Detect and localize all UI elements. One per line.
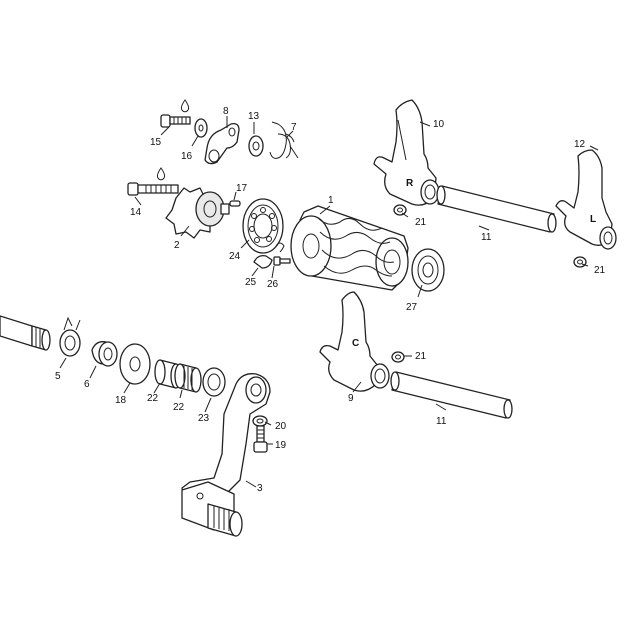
part-26-clip — [275, 242, 285, 253]
callout-20: 20 — [275, 421, 287, 432]
part-21-bolt-r — [393, 204, 407, 216]
part-27-bearing — [411, 248, 445, 292]
part-26-screw — [273, 256, 291, 266]
callout-22b: 22 — [173, 402, 185, 413]
part-23-ring — [202, 367, 226, 397]
fork-letter-l: L — [590, 214, 596, 225]
callout-8: 8 — [223, 106, 229, 117]
callout-27: 27 — [406, 302, 418, 313]
part-17-pin — [229, 200, 241, 207]
callout-12: 12 — [574, 139, 586, 150]
callout-16: 16 — [181, 151, 193, 162]
drop-icon — [156, 167, 166, 181]
part-24-bearing — [242, 198, 284, 254]
part-7-spring — [269, 121, 299, 159]
callout-9: 9 — [348, 393, 354, 404]
part-15-bolt — [160, 114, 191, 128]
part-22-needle-bearing-b — [174, 363, 202, 393]
callout-25: 25 — [245, 277, 257, 288]
part-12-fork-l: L — [555, 149, 617, 250]
callout-22a: 22 — [147, 393, 159, 404]
callout-10: 10 — [433, 119, 445, 130]
part-6-collar — [91, 341, 118, 367]
part-19-bolt — [253, 425, 268, 453]
callout-18: 18 — [115, 395, 127, 406]
callout-2: 2 — [174, 240, 180, 251]
part-18-washer — [119, 343, 151, 385]
part-10-fork-r: R — [373, 99, 440, 206]
part-14-bolt — [127, 182, 179, 196]
part-21-bolt-l — [573, 256, 587, 268]
fork-letter-r: R — [406, 178, 414, 189]
part-21-bolt-c — [391, 351, 405, 363]
callout-21b: 21 — [594, 265, 606, 276]
callout-13: 13 — [248, 111, 260, 122]
part-13-spacer — [248, 135, 264, 157]
callout-14: 14 — [130, 207, 142, 218]
part-3-shift-lever — [181, 373, 271, 537]
callout-26: 26 — [267, 279, 279, 290]
callout-15: 15 — [150, 137, 162, 148]
callout-7: 7 — [291, 122, 297, 133]
callout-11a: 11 — [481, 232, 492, 243]
callout-21c: 21 — [415, 351, 427, 362]
part-11-shaft-lower — [390, 371, 513, 419]
callout-1: 1 — [328, 195, 334, 206]
part-8-lever — [204, 122, 240, 165]
drop-icon — [180, 99, 190, 113]
callout-6: 6 — [84, 379, 90, 390]
part-9-fork-c: C — [319, 291, 390, 392]
callout-17: 17 — [236, 183, 248, 194]
callout-24: 24 — [229, 251, 241, 262]
callout-3: 3 — [257, 483, 263, 494]
callout-19: 19 — [275, 440, 287, 451]
callout-11b: 11 — [436, 416, 447, 427]
leader-lines — [59, 116, 599, 488]
part-11-shaft-upper — [436, 185, 557, 233]
part-20-washer — [252, 415, 268, 427]
part-25-plate — [253, 254, 273, 269]
part-16-washer — [194, 118, 208, 138]
callout-21a: 21 — [415, 217, 427, 228]
fork-letter-c: C — [352, 338, 359, 349]
part-1-shift-drum — [290, 205, 409, 291]
callout-5: 5 — [55, 371, 61, 382]
callout-23: 23 — [198, 413, 210, 424]
part-2-shift-cam — [165, 187, 230, 239]
part-5-shift-shaft — [0, 315, 81, 357]
callout-labels: 1 2 3 5 6 7 8 9 10 11 11 12 13 14 15 16 … — [55, 106, 606, 494]
